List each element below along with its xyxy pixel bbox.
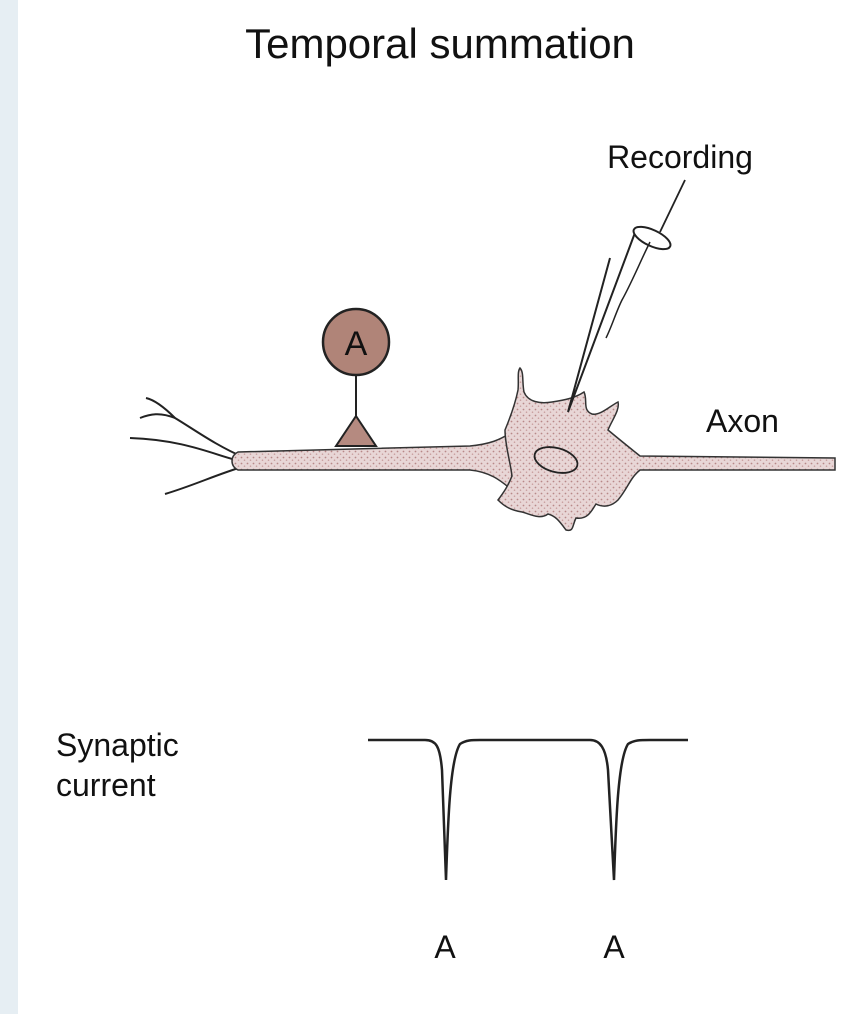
title: Temporal summation — [245, 20, 635, 67]
trace-label-line1: Synaptic — [56, 727, 179, 763]
dendrite-branches — [130, 398, 245, 494]
event-label-1: A — [434, 929, 456, 965]
synaptic-current-trace — [368, 740, 688, 880]
axon-label: Axon — [706, 403, 779, 439]
trace-label-line2: current — [56, 767, 156, 803]
synapse-label: A — [345, 325, 368, 363]
neuron — [232, 368, 835, 530]
synapse-a: A — [323, 309, 389, 446]
recording-electrode — [568, 180, 685, 412]
event-label-2: A — [603, 929, 625, 965]
synaptic-terminal — [336, 416, 376, 446]
recording-label: Recording — [607, 139, 753, 175]
soma — [498, 368, 835, 530]
